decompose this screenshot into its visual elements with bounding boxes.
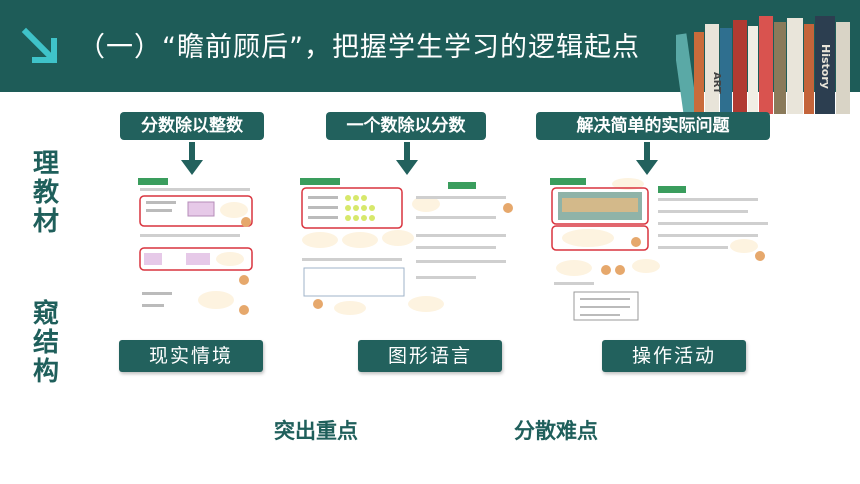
side-char: 结 [32,328,59,358]
textbook-page-1 [136,176,260,322]
highlight-key-points: 突出重点 [274,419,358,443]
down-arrow-icon [636,142,658,175]
side-char: 材 [32,207,59,237]
textbook-thumbnail [550,178,768,321]
down-arrow-icon [396,142,418,175]
side-char: 理 [32,149,59,179]
side-label-group1: 理 教 材 [26,150,66,237]
books-icon: ART History [676,16,850,114]
topic-label-3: 解决简单的实际问题 [536,112,770,140]
textbook-thumbnail [300,178,513,315]
side-char: 窥 [32,299,59,329]
side-label-group2: 窥 结 构 [26,300,66,387]
textbook-thumbnail [138,178,253,315]
book-spine-history: History [819,44,832,89]
page-title: （一）“瞻前顾后”，把握学生学习的逻辑起点 [78,32,640,63]
situation-button[interactable]: 现实情境 [119,340,263,372]
topic-label-1: 分数除以整数 [120,112,264,140]
graphic-language-button[interactable]: 图形语言 [358,340,502,372]
book-spine-art: ART [711,72,722,94]
down-arrow-icon [181,142,203,175]
side-char: 教 [32,178,59,208]
side-char: 构 [32,357,59,387]
disperse-difficulties: 分散难点 [514,419,598,443]
textbook-page-3 [548,176,778,322]
hands-on-activity-button[interactable]: 操作活动 [602,340,746,372]
diagonal-arrow-icon [21,27,58,64]
topic-label-2: 一个数除以分数 [326,112,486,140]
textbook-page-2 [298,176,518,322]
